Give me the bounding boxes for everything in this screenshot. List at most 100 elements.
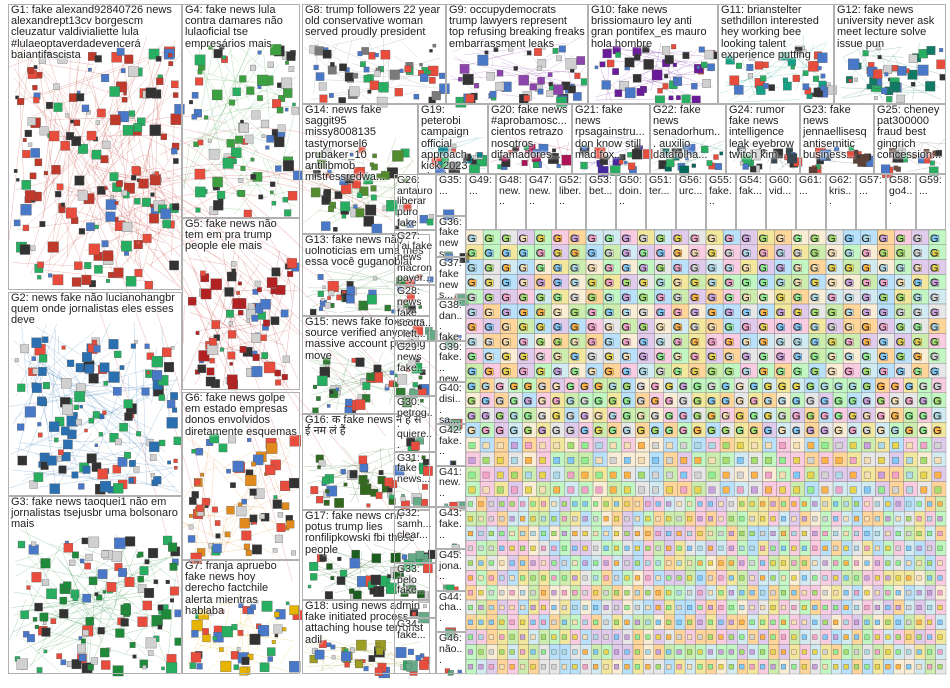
node [539, 472, 545, 478]
node [854, 531, 859, 536]
cluster-label: G [536, 307, 545, 319]
node [624, 442, 630, 448]
cluster-label: G [810, 277, 819, 289]
node [687, 516, 692, 521]
group-label: G34: fake... [397, 619, 433, 640]
cluster-label: G [844, 248, 853, 260]
node [751, 442, 757, 448]
node [479, 576, 484, 581]
cluster-label: G [827, 292, 836, 304]
cluster-label: G [913, 248, 922, 260]
cluster-label: G [793, 322, 802, 334]
cluster-label: G [721, 410, 730, 422]
node [666, 590, 671, 595]
node [938, 664, 943, 669]
node [645, 605, 650, 610]
cluster-label: G [553, 248, 562, 260]
cluster-label: G [913, 262, 922, 274]
cluster-label: G [876, 396, 885, 408]
node [499, 546, 504, 551]
cluster-label: G [693, 410, 702, 422]
node [520, 546, 525, 551]
node [652, 472, 658, 478]
node [531, 546, 536, 551]
node [751, 487, 757, 493]
node [781, 635, 786, 640]
cluster-label: G [834, 381, 843, 393]
node [892, 487, 898, 493]
node [511, 442, 517, 448]
group-g29: G29: news fake... [394, 341, 436, 397]
cluster-label: G [724, 233, 733, 245]
node [812, 664, 817, 669]
node [833, 561, 838, 566]
node [823, 561, 828, 566]
cluster-label: G [776, 336, 785, 348]
node [833, 516, 838, 521]
group-g11: G11: brianstelter sethdillon interested … [718, 4, 834, 104]
cluster-label: G [862, 381, 871, 393]
group-g36: G36: fake news... [436, 216, 466, 258]
cluster-label: G [792, 381, 801, 393]
cluster-label: G [693, 396, 702, 408]
node [520, 635, 525, 640]
cluster-label: G [673, 336, 682, 348]
node [850, 487, 856, 493]
node [729, 590, 734, 595]
node [792, 650, 797, 655]
cluster-label: G [638, 322, 647, 334]
node [666, 576, 671, 581]
node [625, 576, 630, 581]
cluster-label: G [538, 396, 547, 408]
node [583, 635, 588, 640]
node [552, 576, 557, 581]
node [552, 546, 557, 551]
node [468, 516, 473, 521]
cluster-label: G [810, 233, 819, 245]
cluster-label: G [509, 425, 518, 437]
cluster-label: G [523, 410, 532, 422]
node [792, 561, 797, 566]
cluster-label: G [690, 307, 699, 319]
cluster-label: G [467, 366, 476, 378]
cluster-label: G [878, 322, 887, 334]
node [917, 531, 922, 536]
cluster-label: G [876, 410, 885, 422]
node [625, 664, 630, 669]
cluster-label: G [930, 336, 939, 348]
node [554, 442, 560, 448]
cluster-label: G [758, 233, 767, 245]
node [927, 561, 932, 566]
node [750, 650, 755, 655]
cluster-label: G [707, 366, 716, 378]
node [483, 442, 489, 448]
group-g26: G26: antauro liberar puro fake news... [394, 174, 436, 230]
node [812, 516, 817, 521]
node [541, 620, 546, 625]
node [468, 546, 473, 551]
node [499, 650, 504, 655]
node [823, 546, 828, 551]
node [765, 442, 771, 448]
node [499, 635, 504, 640]
group-label: G31: fake news... [397, 453, 433, 485]
node [850, 442, 856, 448]
node [520, 531, 525, 536]
cluster-label: G [724, 248, 733, 260]
node [708, 502, 713, 507]
cluster-label: G [878, 248, 887, 260]
node [677, 531, 682, 536]
cluster-label: G [552, 410, 561, 422]
cluster-label: G [810, 322, 819, 334]
cluster-label: G [552, 381, 561, 393]
node [771, 531, 776, 536]
group-g12: G12: fake news university never ask meet… [834, 4, 946, 104]
node [583, 664, 588, 669]
node [781, 561, 786, 566]
node [812, 650, 817, 655]
node [593, 635, 598, 640]
cluster-label: G [919, 410, 928, 422]
cluster-label: G [622, 425, 631, 437]
cluster-label: G [820, 381, 829, 393]
cluster-label: G [896, 351, 905, 363]
